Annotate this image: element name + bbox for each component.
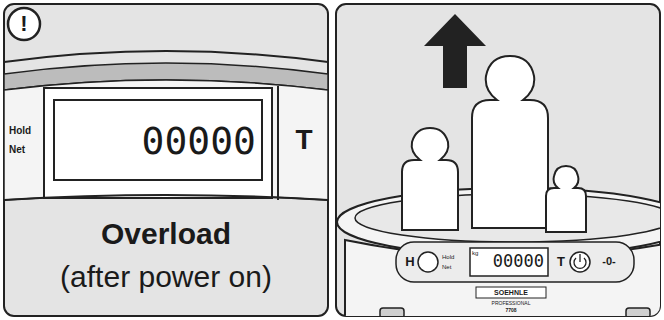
indicator-label: Net — [442, 264, 468, 270]
caption-line: Overload — [4, 219, 328, 249]
brand-name: SOEHNLE — [476, 289, 546, 296]
key-label: -0- — [594, 256, 624, 267]
key-label: T — [554, 255, 568, 268]
model-number: 7708 — [476, 308, 546, 313]
indicator-label: Net — [9, 145, 43, 155]
brand-line: PROFESSIONAL — [476, 301, 546, 306]
caption-line: (after power on) — [4, 262, 328, 292]
display-reading: 00000 — [482, 253, 544, 270]
indicator-label: Hold — [9, 126, 43, 136]
key-label: H — [403, 255, 417, 268]
warning-mark: ! — [8, 13, 40, 35]
indicator-label: Hold — [442, 254, 468, 260]
display-reading: 00000 — [58, 122, 256, 160]
unit-label: kg — [472, 250, 484, 256]
key-label: T — [284, 126, 324, 154]
